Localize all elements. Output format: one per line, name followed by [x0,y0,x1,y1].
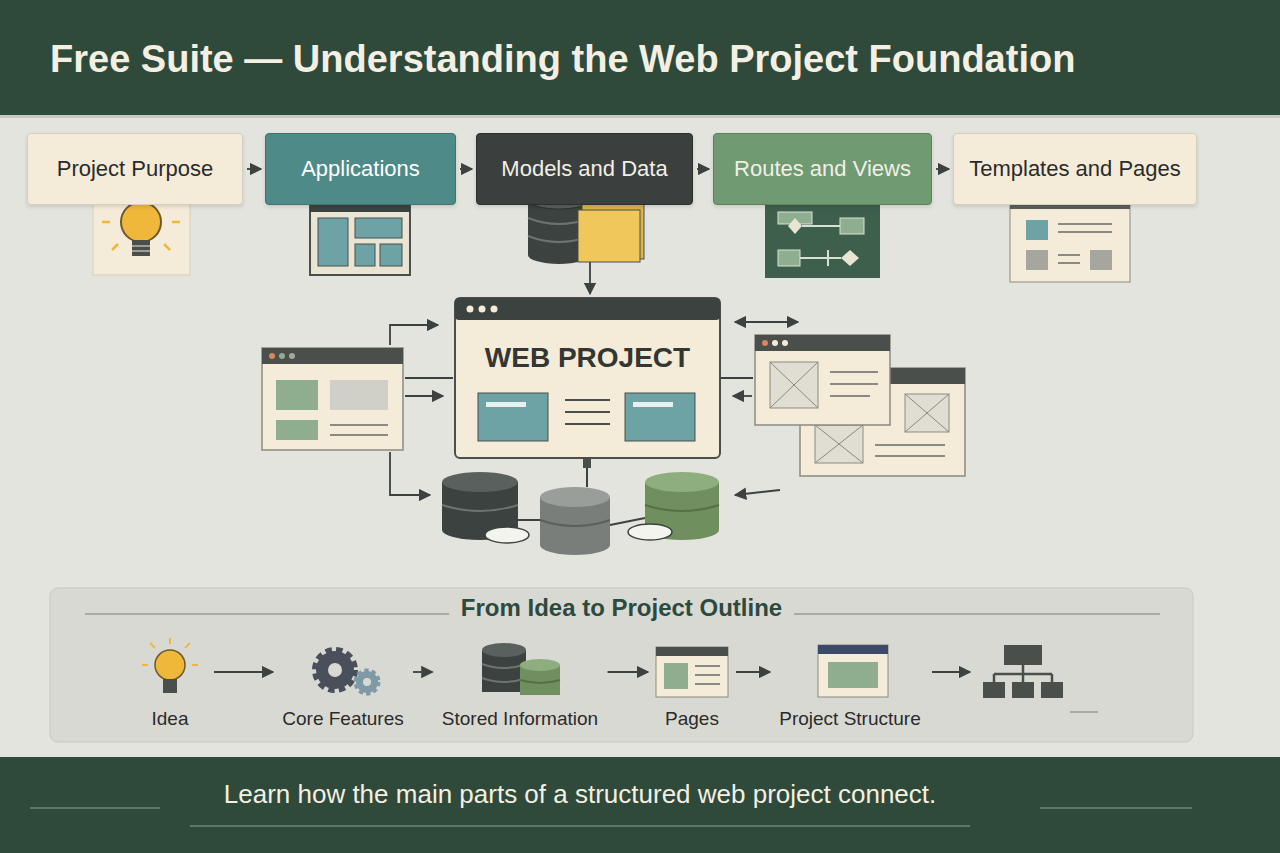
process-box: Models and Data [476,133,693,205]
gear-icon [316,651,378,693]
outline-panel [50,588,1193,742]
web-project-window: WEB PROJECT [455,298,720,458]
outline-step: Pages [652,638,732,736]
flow-arrow [247,168,261,170]
caption: Learn how the main parts of a structured… [0,779,1160,810]
caption-rule [1040,807,1192,808]
caption-rule [30,807,160,808]
hierarchy-icon [983,645,1098,712]
node-label: Routes and Views [734,156,911,182]
process-box: Applications [265,133,456,205]
node-label: Idea [152,708,189,736]
routes-icon [765,205,880,278]
process-box: Project Purpose [27,133,243,205]
caption-area: Learn how the main parts of a structured… [0,757,1280,829]
title-band [0,0,1280,115]
flow-arrow [936,168,949,170]
flow-arrow [736,671,770,673]
outline-step: Project Structure [774,638,926,736]
node-label: Core Features [282,708,403,736]
template-icon [1010,198,1130,282]
title-area: Free Suite — Understanding the Web Proje… [0,0,1280,115]
final-arrow [932,671,970,673]
node-label: Stored Information [442,708,598,736]
lightbulb-icon [93,194,190,275]
node-label: Pages [665,708,719,736]
flow-arrow [460,168,472,170]
flow-arrow [413,671,433,673]
web-window [455,298,720,458]
database-cylinders [442,468,719,555]
node-label: From Idea to Project Outline [449,594,794,622]
outline-step: Stored Information [437,638,604,736]
caption-band [0,757,1280,853]
structure-page-icon [818,645,888,697]
window-bar [455,298,720,320]
node-label: Templates and Pages [969,156,1181,182]
flow-arrows [390,322,798,495]
node-label: Models and Data [501,156,667,182]
caption-rule [190,825,970,826]
process-box: Routes and Views [713,133,932,205]
side-window [262,348,403,450]
side-window [755,335,890,425]
outline-panel: From Idea to Project OutlineIdea Core Fea… [50,588,1193,742]
window-widget [625,393,695,441]
flow-arrow [214,671,273,673]
outline-step: Core Features [277,638,409,736]
title-rule [0,115,1280,118]
outline-step: Idea [130,638,210,736]
node-label: Applications [301,156,420,182]
idea-icon [142,638,198,693]
title: Free Suite — Understanding the Web Proje… [50,38,1075,81]
page-icon [656,647,728,697]
node-label: WEB PROJECT [485,342,690,374]
flow-arrow [697,168,709,170]
node-label: Project Purpose [57,156,214,182]
node-label: Project Structure [779,708,921,736]
application-icon [310,200,410,275]
stored-data-icon [482,643,560,695]
window-widget [478,393,548,441]
flow-arrow [608,671,649,673]
process-box: Templates and Pages [953,133,1197,205]
